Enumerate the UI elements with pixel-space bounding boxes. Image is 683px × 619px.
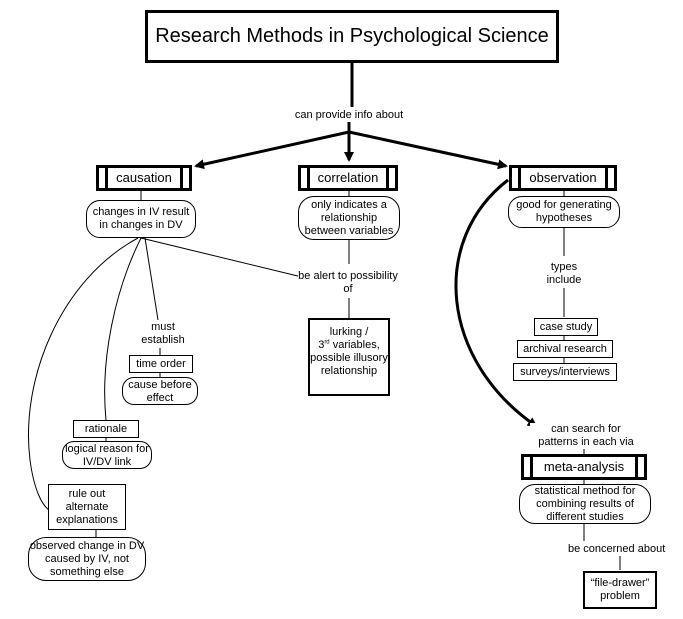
lurking-ordinal-suffix: rd: [324, 339, 330, 346]
archival-research-node: archival research: [517, 340, 613, 358]
correlation-description: only indicates a relationship between va…: [298, 196, 400, 240]
rationale-node: rationale: [73, 420, 139, 438]
rule-out-node: rule out alternate explanations: [48, 484, 126, 530]
arrow-to-observation: [348, 130, 508, 170]
link-search-patterns: can search for patterns in each via: [530, 423, 642, 449]
link-be-alert: be alert to possibility of: [298, 270, 398, 296]
causation-to-rationale-line: [104, 237, 142, 421]
causation-description: changes in IV result in changes in DV: [86, 200, 196, 238]
causation-to-must-line: [144, 237, 159, 321]
correlation-node: correlation: [298, 165, 398, 191]
meta-analysis-description: statistical method for combining results…: [519, 484, 651, 524]
lurking-variables-text: variables,: [329, 339, 380, 351]
causation-to-ruleout-line: [28, 237, 139, 511]
causation-to-alert-line: [140, 237, 307, 279]
case-study-node: case study: [534, 318, 598, 336]
observation-description: good for generating hypotheses: [508, 196, 620, 228]
link-types-include: types include: [540, 261, 588, 287]
link-be-concerned: be concerned about: [568, 543, 676, 556]
observation-node: observation: [509, 165, 617, 191]
link-provide-info: can provide info about: [288, 109, 410, 122]
lurking-variables-node: lurking / 3rd variables, possible illuso…: [308, 318, 390, 396]
lurking-line-2: 3rd variables,: [310, 339, 388, 352]
diagram-title: Research Methods in Psychological Scienc…: [145, 10, 559, 63]
surveys-interviews-node: surveys/interviews: [513, 363, 617, 381]
lurking-ordinal-number: 3: [318, 339, 325, 351]
meta-analysis-node: meta-analysis: [521, 454, 647, 480]
time-order-description: cause before effect: [122, 377, 198, 405]
link-must-establish: must establish: [140, 321, 186, 347]
arrow-to-causation: [194, 130, 350, 170]
arrow-to-meta-analysis: [454, 178, 538, 428]
lurking-line-3: possible illusory relationship: [310, 352, 388, 377]
lurking-line-1: lurking /: [329, 326, 369, 338]
file-drawer-problem-node: “file-drawer” problem: [583, 571, 657, 609]
rationale-description: logical reason for IV/DV link: [62, 441, 152, 469]
causation-node: causation: [96, 165, 192, 191]
rule-out-description: observed change in DV caused by IV, not …: [28, 537, 146, 581]
time-order-node: time order: [129, 355, 193, 373]
